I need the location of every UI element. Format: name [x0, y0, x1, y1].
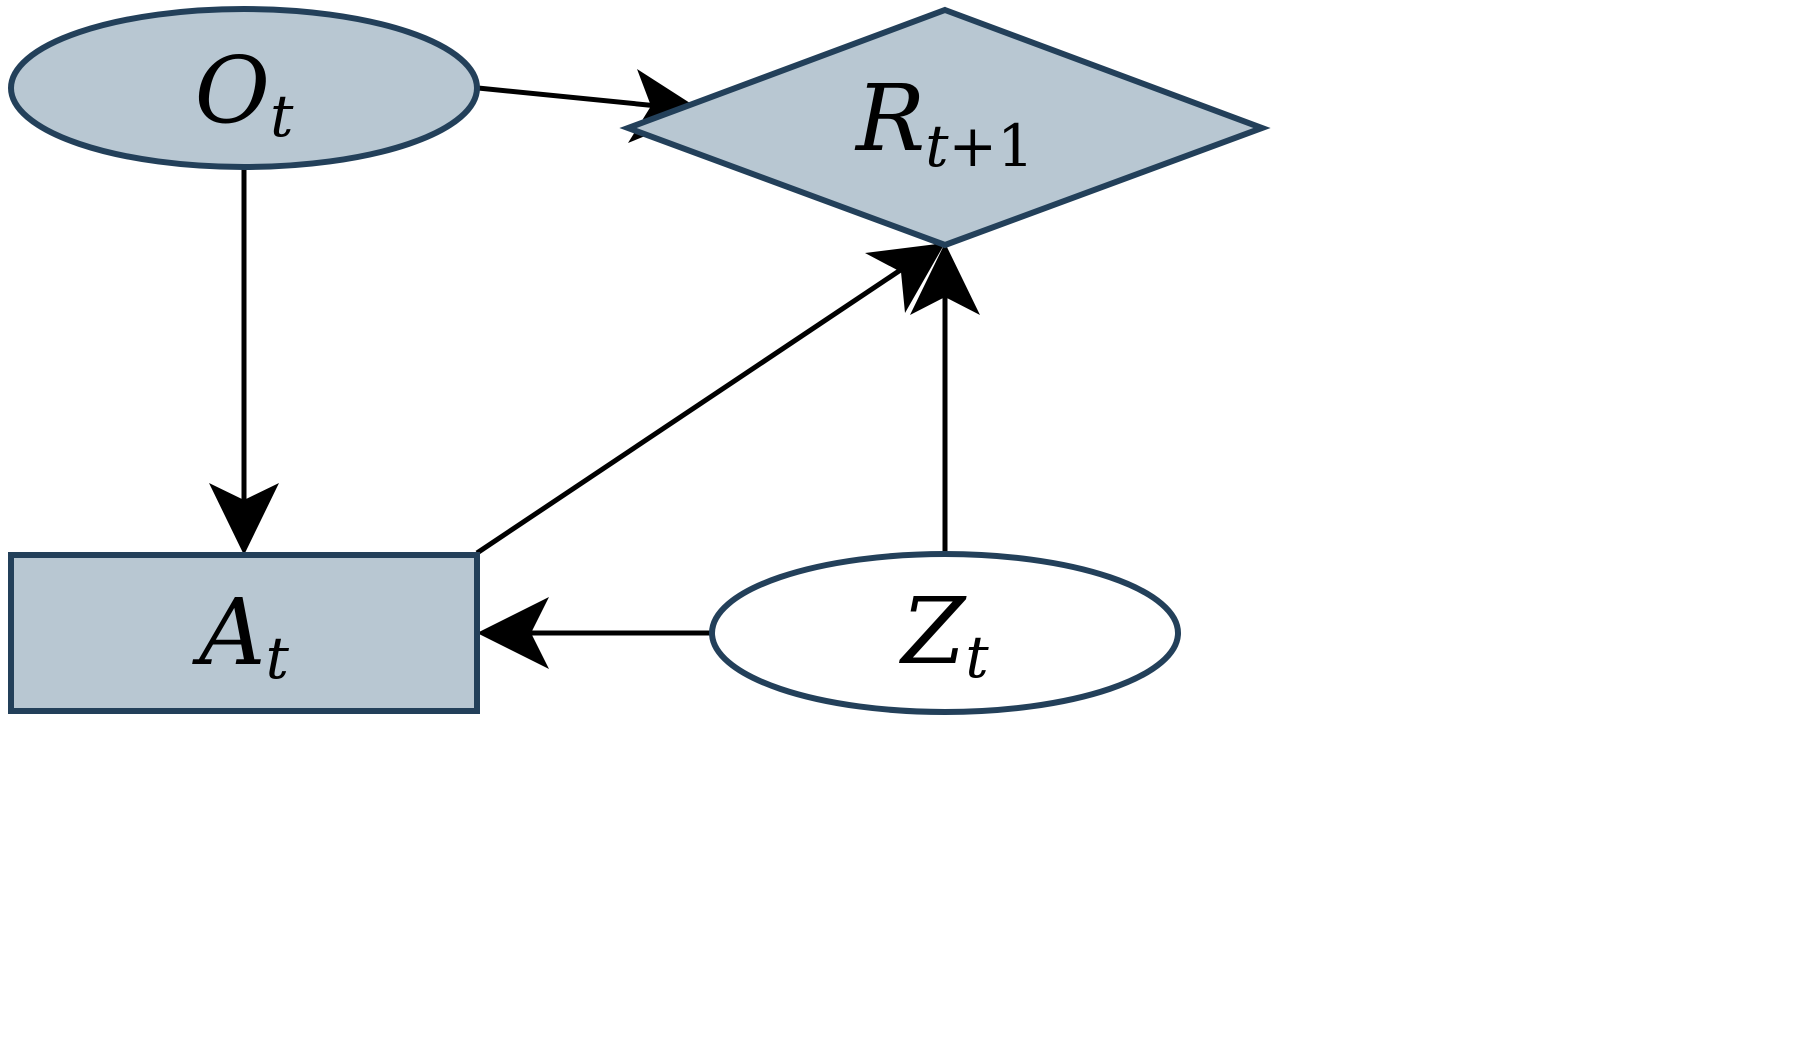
node-observation-shape — [8, 6, 480, 170]
node-confounder-shape — [709, 551, 1181, 715]
node-observation: Ot — [8, 6, 480, 170]
node-reward-shape — [619, 6, 1271, 249]
node-action: At — [8, 552, 480, 714]
node-reward: Rt+1 — [619, 6, 1271, 249]
node-reward-label: Rt+1 — [854, 65, 1034, 180]
arrowhead-to-action-from-confounder — [477, 597, 549, 669]
node-confounder-label: Zt — [898, 578, 989, 691]
arrowhead-to-reward-from-confounder — [910, 243, 980, 315]
arrowhead-to-reward-from-action — [865, 243, 945, 313]
node-confounder: Zt — [709, 551, 1181, 715]
node-action-shape — [8, 552, 480, 714]
edge-observation-to-reward — [477, 85, 669, 110]
node-action-label: At — [191, 579, 289, 692]
node-observation-label: Ot — [195, 37, 294, 150]
arrowhead-to-action-from-observation — [209, 483, 279, 555]
edges — [241, 85, 948, 636]
edge-action-to-reward — [475, 264, 907, 556]
